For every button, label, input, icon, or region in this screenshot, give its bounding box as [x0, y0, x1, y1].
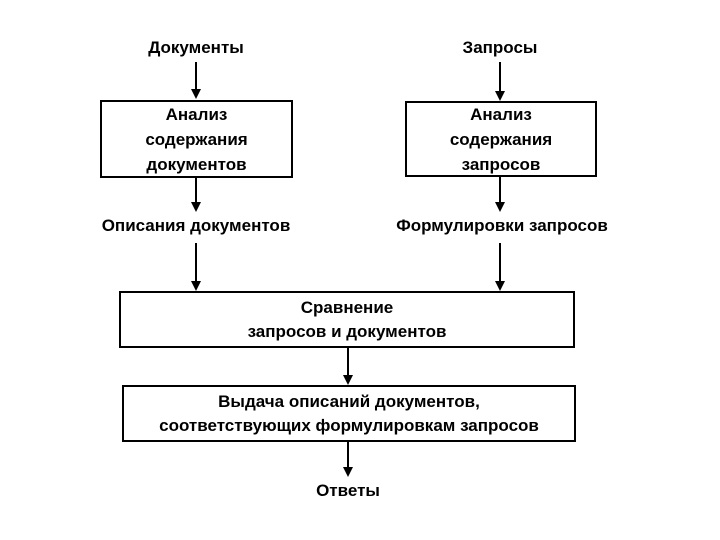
label-query-formulations: Формулировки запросов: [396, 216, 608, 235]
box-analyze-queries-text: Анализ содержания запросов: [449, 104, 553, 174]
arrow-analysis-to-formulations-head: [495, 202, 505, 212]
arrow-output-to-answers-head: [343, 467, 353, 477]
arrow-queries-to-analysis-shaft: [499, 62, 501, 91]
label-answers: Ответы: [316, 481, 380, 500]
box-output-text: Выдача описаний документов, соответствую…: [159, 391, 539, 435]
arrow-comparison-to-output-head: [343, 375, 353, 385]
arrow-formulations-to-comparison-head: [495, 281, 505, 291]
label-queries: Запросы: [462, 38, 538, 57]
box-comparison: Сравнение запросов и документов: [119, 291, 575, 348]
arrow-analysis-to-formulations-shaft: [499, 177, 501, 202]
arrow-comparison-to-output-shaft: [347, 348, 349, 375]
label-documents: Документы: [148, 38, 244, 57]
arrow-documents-to-analysis-head: [191, 89, 201, 99]
arrow-queries-to-analysis-head: [495, 91, 505, 101]
box-analyze-documents: Анализ содержания документов: [100, 100, 293, 178]
box-comparison-text: Сравнение запросов и документов: [247, 297, 447, 341]
arrow-documents-to-analysis-shaft: [195, 62, 197, 89]
box-analyze-documents-text: Анализ содержания документов: [145, 104, 248, 174]
label-document-descriptions: Описания документов: [101, 216, 291, 235]
arrow-analysis-to-descriptions-head: [191, 202, 201, 212]
box-output: Выдача описаний документов, соответствую…: [122, 385, 576, 442]
arrow-descriptions-to-comparison-shaft: [195, 243, 197, 281]
arrow-formulations-to-comparison-shaft: [499, 243, 501, 281]
arrow-output-to-answers-shaft: [347, 442, 349, 467]
box-analyze-queries: Анализ содержания запросов: [405, 101, 597, 177]
arrow-descriptions-to-comparison-head: [191, 281, 201, 291]
arrow-analysis-to-descriptions-shaft: [195, 178, 197, 202]
